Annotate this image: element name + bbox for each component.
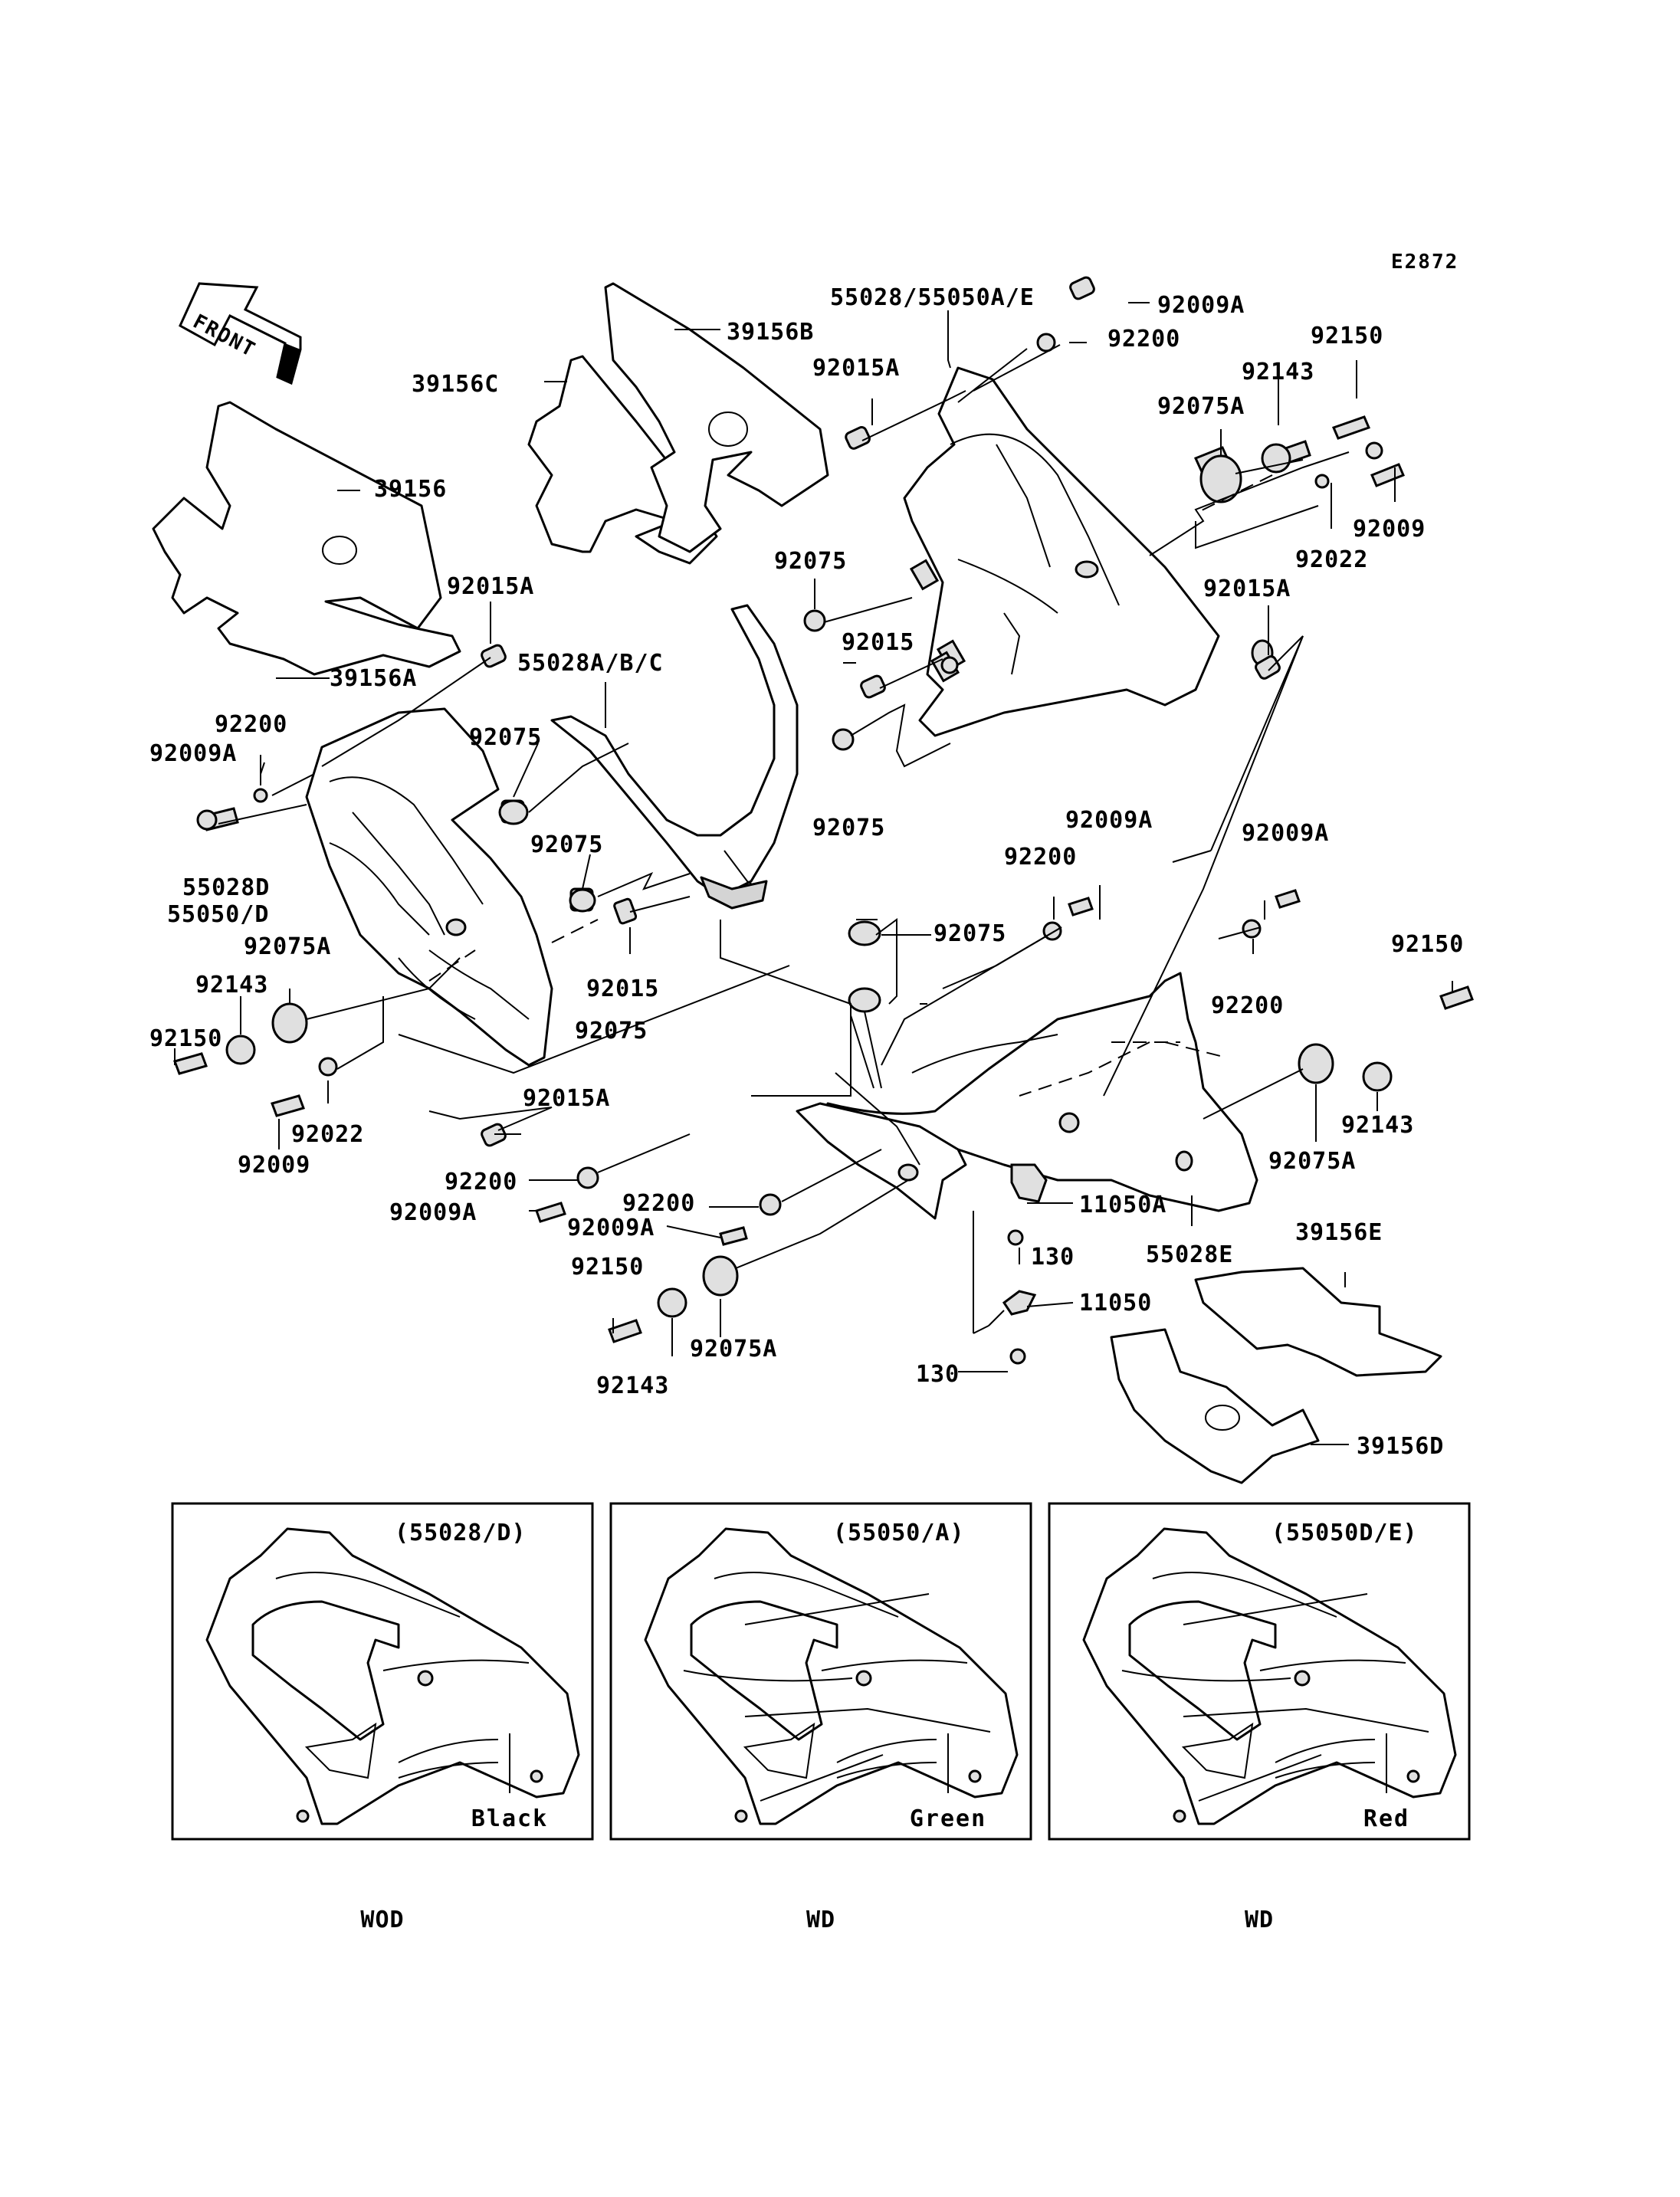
callout-39156c: 39156C: [412, 371, 499, 398]
callout-92022-upper: 92022: [1295, 546, 1368, 573]
callout-92200-top: 92200: [1107, 326, 1180, 353]
callout-39156d: 39156D: [1357, 1433, 1444, 1460]
diagram-reference-code: E2872: [1391, 251, 1459, 274]
callout-92200-mid: 92200: [1004, 844, 1077, 871]
callout-92075a-low: 92075A: [690, 1336, 777, 1362]
inner-cover-39156: [152, 401, 461, 676]
callout-92200-left: 92200: [215, 711, 287, 738]
callout-92200-low1: 92200: [445, 1169, 517, 1195]
callout-130-a: 130: [1031, 1244, 1075, 1271]
callout-92075-f: 92075: [575, 1018, 648, 1044]
callout-130-b: 130: [916, 1361, 960, 1388]
callout-92009a-left: 92009A: [149, 740, 237, 767]
callout-92150-right: 92150: [1391, 931, 1464, 958]
variant-cowling-illustration: [1082, 1527, 1457, 1825]
variant-frame: [171, 1502, 594, 1841]
callout-92075a-left: 92075A: [244, 933, 331, 960]
callout-92075a-right: 92075A: [1268, 1148, 1356, 1175]
inner-cover-39156d: [1110, 1328, 1320, 1484]
callout-55028-55050a-e: 55028/55050A/E: [830, 284, 1035, 311]
callout-92009a-low1: 92009A: [389, 1199, 477, 1226]
assembly-lines: [218, 344, 1350, 1334]
callout-92075-a: 92075: [774, 548, 847, 575]
callout-92009a-mid: 92009A: [1065, 807, 1153, 834]
callout-92015a-upper: 92015A: [812, 355, 900, 382]
callout-92075-d: 92075: [530, 831, 603, 858]
variant-frame: [609, 1502, 1032, 1841]
variant-model-code: WD: [806, 1907, 835, 1933]
callout-92015-mid: 92015: [842, 629, 914, 656]
callout-92015a-bottom: 92015A: [523, 1085, 610, 1112]
fastener-set: [173, 276, 1474, 1365]
callout-92009a-low2: 92009A: [567, 1215, 655, 1241]
callout-leaders: [174, 302, 1453, 1445]
callout-92022-left: 92022: [291, 1121, 364, 1148]
callout-92075-c: 92075: [812, 815, 885, 841]
callout-11050: 11050: [1079, 1290, 1152, 1317]
callout-92143-left: 92143: [195, 972, 268, 998]
callout-39156a: 39156A: [330, 665, 417, 692]
callout-92015-low: 92015: [586, 976, 659, 1002]
variant-frame: [1048, 1502, 1471, 1841]
variant-cowling-illustration: [644, 1527, 1019, 1825]
callout-92150-left: 92150: [149, 1025, 222, 1052]
callout-55028abc: 55028A/B/C: [517, 650, 664, 677]
callout-92009a-top: 92009A: [1157, 292, 1245, 319]
callout-55028d: 55028D: [182, 874, 270, 901]
variant-cowling-illustration: [205, 1527, 580, 1825]
callout-92015a-left: 92015A: [447, 573, 534, 600]
variant-color-label: Red: [1363, 1805, 1409, 1832]
callout-55028e: 55028E: [1146, 1241, 1233, 1268]
callout-92143-low: 92143: [596, 1372, 669, 1399]
callout-92075-e: 92075: [934, 920, 1006, 947]
variant-part-code: (55028/D): [395, 1520, 527, 1546]
callout-92009-left: 92009: [238, 1152, 310, 1179]
callout-92143-upper: 92143: [1242, 359, 1314, 385]
callout-55050d: 55050/D: [167, 901, 269, 928]
upper-right-cowling-55028: [903, 366, 1274, 737]
inner-cover-39156e: [1194, 1267, 1442, 1377]
callout-92143-right: 92143: [1341, 1112, 1414, 1139]
callout-92015a-right: 92015A: [1203, 575, 1291, 602]
callout-92150-upper: 92150: [1311, 323, 1383, 349]
left-cowling-55028d: [305, 707, 553, 1067]
variant-model-code: WOD: [360, 1907, 404, 1933]
callout-92150-low: 92150: [571, 1254, 644, 1280]
callout-92200-right: 92200: [1211, 992, 1284, 1019]
variant-model-code: WD: [1245, 1907, 1274, 1933]
color-variant-panels: (55028/D)BlackWOD(55050/A)GreenWD(55050D…: [171, 1502, 1471, 1933]
variant-color-label: Black: [471, 1805, 548, 1832]
front-direction-arrow-icon: FRONT: [179, 282, 302, 385]
variant-part-code: (55050D/E): [1271, 1520, 1418, 1546]
callout-39156e: 39156E: [1295, 1219, 1383, 1246]
part-number-callouts: 55028/55050A/E 92009A 92200 39156B 39156…: [149, 284, 1464, 1460]
upper-center-cowling-55028abc: [550, 604, 799, 910]
variant-color-label: Green: [910, 1805, 986, 1832]
variant-part-code: (55050/A): [833, 1520, 965, 1546]
callout-92075-b: 92075: [469, 724, 542, 751]
callout-11050a: 11050A: [1079, 1192, 1166, 1218]
callout-92200-low2: 92200: [622, 1190, 695, 1217]
callout-92009a-right: 92009A: [1242, 820, 1329, 847]
lower-cowling-55028e: [796, 972, 1258, 1220]
callout-92075a-upper: 92075A: [1157, 393, 1245, 420]
callout-39156b: 39156B: [727, 319, 814, 346]
callout-39156: 39156: [374, 476, 447, 503]
callout-92009-upper: 92009: [1353, 516, 1426, 543]
inner-cover-39156b: [604, 282, 829, 553]
